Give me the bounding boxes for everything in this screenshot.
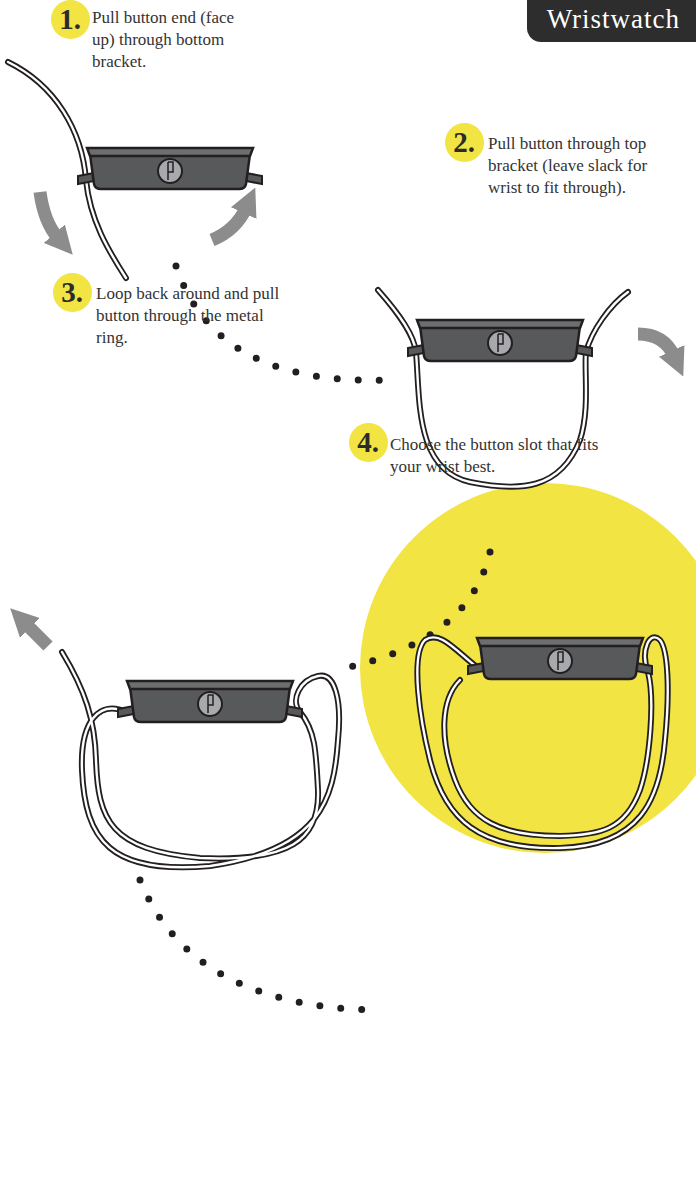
step-number: 2. xyxy=(453,128,475,157)
step-one-figure xyxy=(8,62,262,278)
dotted-path xyxy=(140,880,372,1010)
step-text: Choose the button slot that fits your wr… xyxy=(390,434,602,478)
highlight-circle xyxy=(360,483,696,853)
step-number-circle: 2. xyxy=(445,123,484,162)
step-two-figure xyxy=(378,290,674,487)
step-four-figure xyxy=(417,637,667,848)
step-node: 2.Pull button through top bracket (leave… xyxy=(445,123,484,162)
step-three-figure xyxy=(26,624,339,867)
step-number: 4. xyxy=(357,428,379,457)
title-tab: Wristwatch xyxy=(527,0,696,42)
step-number: 1. xyxy=(59,5,81,34)
step-number-circle: 3. xyxy=(53,273,92,312)
step-node: 3.Loop back around and pull button throu… xyxy=(53,273,92,312)
step-number: 3. xyxy=(61,278,83,307)
step-text: Pull button through top bracket (leave s… xyxy=(488,133,683,199)
step-text: Pull button end (face up) through bottom… xyxy=(92,7,242,73)
step-number-circle: 4. xyxy=(349,423,388,462)
step-text: Loop back around and pull button through… xyxy=(96,283,291,349)
step-number-circle: 1. xyxy=(51,0,90,39)
step-node: 1.Pull button end (face up) through bott… xyxy=(51,0,90,39)
step-node: 4.Choose the button slot that fits your … xyxy=(349,423,388,462)
